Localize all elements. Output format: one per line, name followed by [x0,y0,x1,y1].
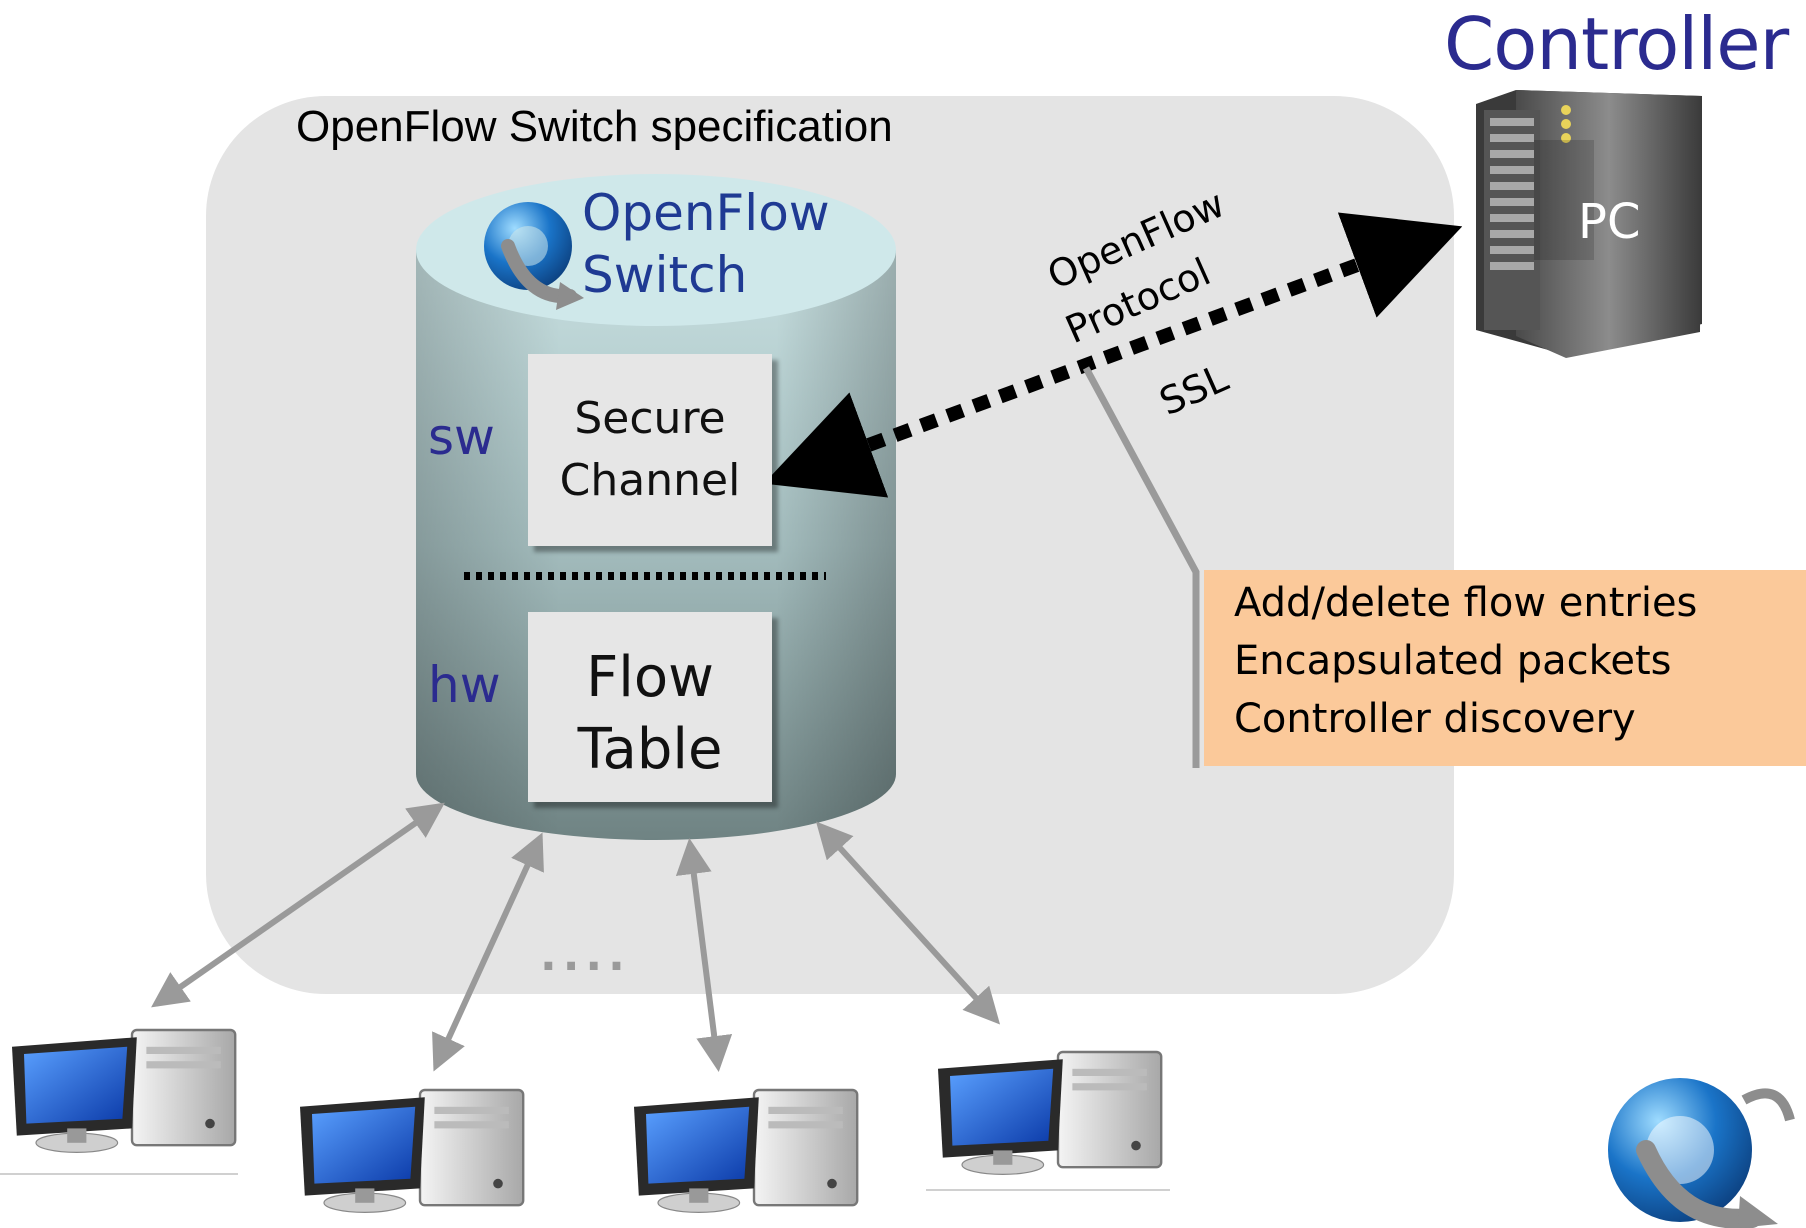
message-item: Add/delete flow entries [1234,580,1698,626]
switch-logo-line2: Switch [582,246,748,304]
flow-table-line1: Flow [586,645,714,710]
sw-label: sw [428,408,495,466]
desktop-computer-icon [10,1028,237,1154]
host-link-arrow [151,802,445,1008]
message-item: Encapsulated packets [1234,638,1672,684]
server-tower-icon [1476,90,1702,358]
host-link-arrow [815,821,1001,1025]
secure-channel-box: Secure Channel [528,354,772,546]
flow-table-line2: Table [577,717,723,782]
spec-title: OpenFlow Switch specification [296,102,893,151]
desktop-computer-icon [632,1088,859,1214]
messages-callout-line [1082,366,1200,768]
hosts-ellipsis: .... [540,930,631,981]
switch-logo-text: OpenFlow Switch [582,182,830,306]
desktop-computer-icon [298,1088,525,1214]
hw-label: hw [428,656,501,714]
host-link-arrow [432,832,544,1072]
controller-title: Controller [1444,2,1789,86]
host-link-arrow [675,838,733,1072]
flow-table-box: Flow Table [528,612,772,802]
secure-channel-line1: Secure [574,393,726,444]
message-item: Controller discovery [1234,696,1636,742]
switch-logo-line1: OpenFlow [582,184,830,242]
openflow-logo-icon [1608,1078,1795,1228]
openflow-logo-icon [484,202,584,310]
desktop-computer-icon [936,1050,1163,1176]
controller-messages-box: Add/delete flow entries Encapsulated pac… [1204,570,1806,766]
openflow-protocol-arrow [763,212,1463,498]
pc-label: PC [1578,194,1641,250]
secure-channel-line2: Channel [559,455,741,506]
